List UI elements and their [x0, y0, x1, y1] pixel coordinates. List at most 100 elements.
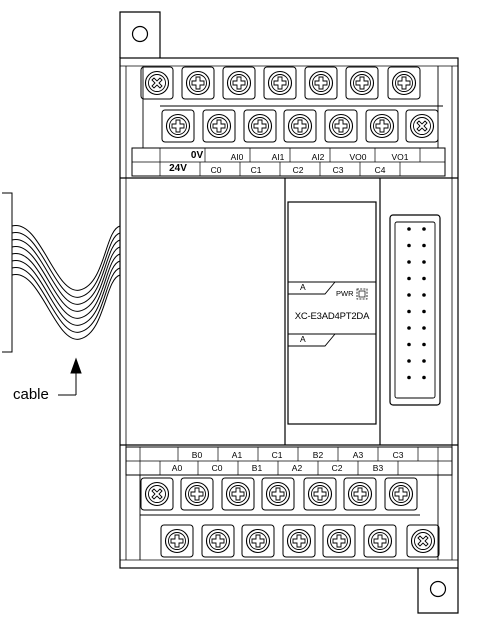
terminal-label-c1: C1 — [250, 165, 262, 175]
mounting-tab-bottom — [417, 568, 459, 614]
blank-screw-icon — [140, 66, 174, 100]
terminal-screw-icon — [365, 109, 399, 143]
terminal-screw-icon — [180, 477, 214, 511]
connector-pin — [422, 227, 426, 231]
terminal-label-b0: B0 — [191, 450, 203, 460]
terminal-screw-icon — [201, 524, 235, 558]
terminal-screw-icon — [181, 66, 215, 100]
cable-wire — [11, 253, 121, 319]
cable-wire — [11, 232, 121, 298]
terminal-label-ai0: AI0 — [230, 152, 244, 162]
terminal-label-c3: C3 — [332, 165, 344, 175]
terminal-label-24v: 24V — [169, 163, 187, 174]
terminal-screw-icon — [303, 477, 337, 511]
upper-terminal-block — [131, 66, 446, 177]
terminal-label-vo1: VO1 — [391, 152, 409, 162]
pwr-led-icon — [356, 288, 368, 300]
cable-wire — [11, 225, 121, 291]
terminal-label-ai1: AI1 — [271, 152, 285, 162]
blank-screw-icon — [405, 109, 439, 143]
terminal-label-c3-lower: C3 — [392, 450, 404, 460]
terminal-screw-icon — [363, 524, 397, 558]
connector-pin — [422, 293, 426, 297]
expansion-connector — [389, 214, 441, 406]
connector-pin — [407, 243, 411, 248]
connector-pin — [407, 260, 411, 264]
terminal-screw-icon — [283, 109, 317, 143]
model-title: XC-E3AD4PT2DA — [294, 311, 370, 322]
terminal-label-c2-lower: C2 — [331, 463, 343, 473]
terminal-label-ai2: AI2 — [311, 152, 325, 162]
cable-wire — [11, 267, 121, 333]
terminal-label-c2: C2 — [292, 165, 304, 175]
terminal-screw-icon — [202, 109, 236, 143]
terminal-screw-icon — [243, 109, 277, 143]
terminal-label-c0: C0 — [210, 165, 222, 175]
cable-wire — [11, 246, 121, 312]
connector-pin — [422, 359, 426, 363]
mounting-hole-icon — [429, 580, 447, 598]
blank-screw-icon — [140, 477, 174, 511]
cable-wire — [11, 239, 121, 305]
channel-marker-bottom: A — [300, 334, 306, 344]
terminal-screw-icon — [221, 477, 255, 511]
terminal-screw-icon — [322, 524, 356, 558]
connector-pin — [407, 276, 411, 281]
lower-terminal-block — [125, 446, 453, 560]
terminal-screw-icon — [387, 66, 421, 100]
connector-pin — [422, 309, 426, 314]
module-body — [119, 57, 459, 569]
terminal-screw-icon — [282, 524, 316, 558]
terminal-label-c4: C4 — [374, 165, 386, 175]
terminal-label-b3: B3 — [372, 463, 384, 473]
terminal-label-a1: A1 — [231, 450, 243, 460]
terminal-screw-icon — [384, 477, 418, 511]
channel-marker-top: A — [300, 282, 306, 292]
terminal-label-b1: B1 — [251, 463, 263, 473]
cable-label: cable — [13, 386, 49, 403]
mounting-hole-icon — [131, 25, 149, 43]
label-window — [287, 201, 377, 425]
connector-pin — [407, 375, 411, 380]
cable-wire — [11, 260, 121, 326]
cable — [2, 192, 121, 396]
mounting-tab-top — [119, 11, 161, 58]
connector-pin — [407, 359, 411, 363]
terminal-screw-icon — [241, 524, 275, 558]
terminal-screw-icon — [343, 477, 377, 511]
connector-pin — [407, 326, 411, 330]
terminal-label-a0: A0 — [171, 463, 183, 473]
terminal-screw-icon — [261, 477, 295, 511]
pwr-label: PWR — [336, 289, 354, 298]
center-section — [120, 177, 458, 446]
connector-pin — [422, 276, 426, 281]
terminal-screw-icon — [160, 524, 194, 558]
terminal-screw-icon — [161, 109, 195, 143]
terminal-label-a2: A2 — [291, 463, 303, 473]
terminal-label-c1-lower: C1 — [271, 450, 283, 460]
connector-pin — [422, 260, 426, 264]
connector-pin — [407, 309, 411, 314]
connector-pin — [407, 342, 411, 347]
arrow-up-icon — [70, 357, 82, 374]
connector-pin — [422, 342, 426, 347]
terminal-label-a3: A3 — [352, 450, 364, 460]
terminal-screw-icon — [304, 66, 338, 100]
connector-pin — [422, 375, 426, 380]
terminal-screw-icon — [263, 66, 297, 100]
connector-pin — [422, 326, 426, 330]
terminal-label-b2: B2 — [312, 450, 324, 460]
connector-pin — [422, 243, 426, 248]
terminal-label-0v: 0V — [190, 150, 204, 161]
terminal-label-c0-lower: C0 — [211, 463, 223, 473]
terminal-label-vo0: VO0 — [349, 152, 367, 162]
connector-pin — [407, 227, 411, 231]
terminal-screw-icon — [324, 109, 358, 143]
cable-wire — [11, 274, 121, 340]
terminal-screw-icon — [345, 66, 379, 100]
connector-pin — [407, 293, 411, 297]
blank-screw-icon — [406, 524, 440, 558]
terminal-screw-icon — [222, 66, 256, 100]
